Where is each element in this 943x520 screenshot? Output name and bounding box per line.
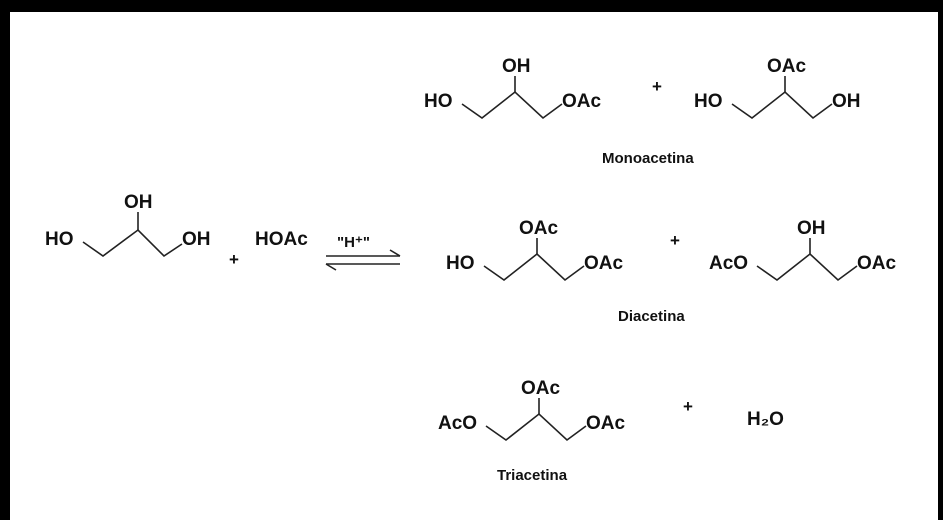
tri-right-group: OAc [586, 413, 626, 434]
reactant-plus-sign: + [229, 250, 239, 269]
glycerol-right-group: OH [182, 229, 211, 250]
tri-top-group: OAc [521, 378, 561, 399]
acetic-acid-label: HOAc [255, 229, 308, 250]
triacetin-structure: AcO OAc OAc [438, 378, 626, 442]
glycerol-backbone [82, 228, 183, 258]
di1-right-group: OAc [584, 253, 624, 274]
monoacetin-caption: Monoacetina [602, 150, 694, 167]
mono1-right-group: OAc [562, 91, 602, 112]
di2-right-group: OAc [857, 253, 897, 274]
glycerol-left-group: HO [45, 229, 74, 250]
mono-plus-sign: + [652, 77, 662, 96]
diacetin-caption: Diacetina [618, 308, 685, 325]
diacetin-isomer-2: AcO OH OAc [709, 218, 897, 282]
mono2-right-group: OH [832, 91, 861, 112]
tri-left-group: AcO [438, 413, 477, 434]
di1-top-group: OAc [519, 218, 559, 239]
glycerol-top-group: OH [124, 192, 153, 213]
mono1-left-group: HO [424, 91, 453, 112]
monoacetin-isomer-1: HO OH OAc [424, 56, 602, 120]
equilibrium-arrow [325, 249, 401, 271]
glycerol-structure: HO OH OH [45, 192, 211, 258]
catalyst-label: "H⁺" [337, 234, 370, 251]
mono2-top-group: OAc [767, 56, 807, 77]
mono2-left-group: HO [694, 91, 723, 112]
tri-plus-sign: + [683, 397, 693, 416]
water-label: H₂O [747, 409, 784, 430]
diacetin-isomer-1: HO OAc OAc [446, 218, 624, 282]
di2-left-group: AcO [709, 253, 748, 274]
di2-top-group: OH [797, 218, 826, 239]
monoacetin-isomer-2: HO OAc OH [694, 56, 861, 120]
di1-left-group: HO [446, 253, 475, 274]
di-plus-sign: + [670, 231, 680, 250]
mono1-top-group: OH [502, 56, 531, 77]
triacetin-caption: Triacetina [497, 467, 568, 484]
